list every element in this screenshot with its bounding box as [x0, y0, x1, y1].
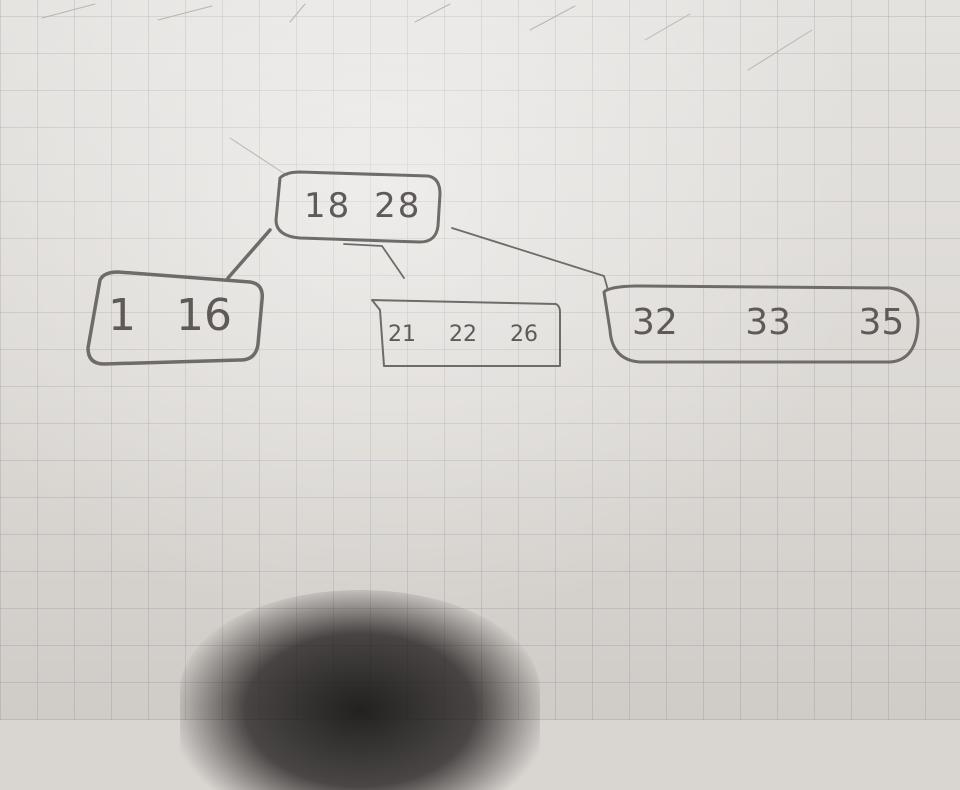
- strike-mark: [289, 3, 306, 23]
- strike-mark: [157, 5, 213, 21]
- edge-root-child-2: [343, 243, 405, 279]
- child-node-3-keys: 32 33 35: [632, 302, 904, 343]
- edge-root-child-3: [451, 227, 609, 291]
- key: 33: [745, 302, 792, 343]
- erased-line: [229, 137, 289, 177]
- strike-mark: [747, 29, 813, 71]
- root-node-box: [274, 170, 442, 244]
- strike-mark: [41, 3, 96, 19]
- child-node-box-3: [602, 284, 920, 364]
- key: 18: [304, 186, 352, 226]
- strike-mark: [414, 3, 451, 23]
- crossed-out-marks: [41, 3, 813, 71]
- edge-root-child-1: [226, 228, 272, 280]
- key: 28: [374, 186, 422, 226]
- hand-shadow: [180, 590, 540, 790]
- child-node-1-keys: 1 16: [108, 290, 232, 341]
- strike-mark: [644, 13, 691, 41]
- key: 16: [176, 290, 232, 341]
- child-node-2-keys: 21 22 26: [388, 322, 538, 347]
- root-node-keys: 18 28: [304, 186, 421, 226]
- graph-paper-background: [0, 0, 960, 720]
- key: 22: [449, 322, 477, 347]
- key: 1: [108, 290, 136, 341]
- key: 32: [632, 302, 678, 343]
- child-node-box-1: [86, 270, 264, 366]
- btree-drawing: [41, 3, 920, 367]
- key: 35: [858, 302, 905, 343]
- key: 26: [510, 322, 538, 347]
- strike-mark: [529, 5, 576, 31]
- key: 21: [388, 322, 416, 347]
- child-node-box-2: [371, 299, 561, 367]
